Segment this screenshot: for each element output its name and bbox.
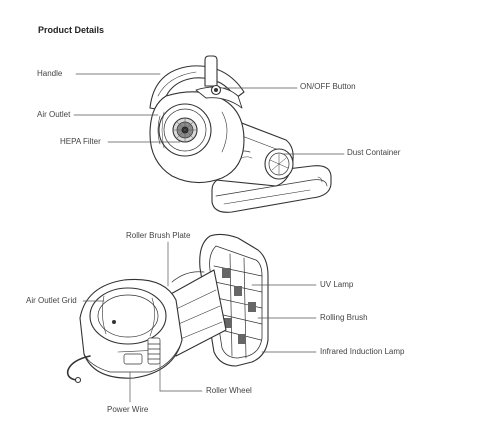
handle-grip <box>204 55 218 87</box>
label-dust-container: Dust Container <box>347 148 401 157</box>
power-wire <box>66 355 91 381</box>
label-air-outlet-grid: Air Outlet Grid <box>26 296 77 305</box>
handheld-vacuum-illustration <box>149 55 332 213</box>
air-outlet-grid-ring <box>89 287 167 345</box>
label-uv-lamp: UV Lamp <box>320 280 354 289</box>
label-handle: Handle <box>37 69 63 78</box>
roller-wheel <box>147 337 161 365</box>
label-roller-brush-plate: Roller Brush Plate <box>126 231 191 240</box>
top-leader-lines <box>73 73 345 155</box>
page-title: Product Details <box>38 25 105 35</box>
handle-arch <box>149 65 245 111</box>
label-rolling-brush: Rolling Brush <box>320 313 368 322</box>
label-hepa-filter: HEPA Filter <box>60 137 101 146</box>
bottom-leader-lines <box>82 241 317 403</box>
label-air-outlet: Air Outlet <box>37 110 71 119</box>
label-infrared-induction-lamp: Infrared Induction Lamp <box>320 347 405 356</box>
label-roller-wheel: Roller Wheel <box>206 386 252 395</box>
label-on-off-button: ON/OFF Button <box>300 82 356 91</box>
label-power-wire: Power Wire <box>107 405 149 414</box>
roller-base-illustration <box>66 233 269 384</box>
rolling-brush-grid <box>213 253 263 359</box>
